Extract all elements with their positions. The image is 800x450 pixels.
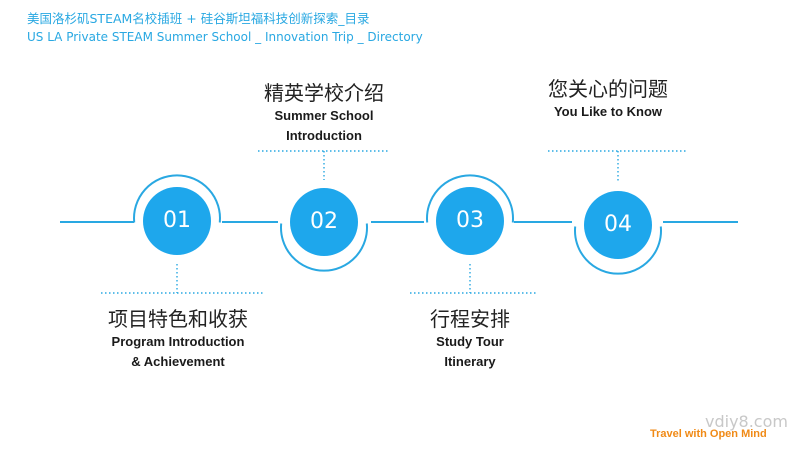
section-03-title-en-line2: Itinerary — [444, 354, 496, 369]
circle-02 — [290, 188, 358, 256]
section-03-title-cn: 行程安排 — [430, 307, 510, 331]
section-number-03: 03 — [456, 208, 484, 233]
circle-ring-04 — [574, 226, 662, 275]
section-02-title-en-line2: Introduction — [286, 128, 362, 143]
circle-04 — [584, 191, 652, 259]
section-number-02: 02 — [310, 209, 338, 234]
section-03-label[interactable]: 行程安排 Study Tour Itinerary — [400, 306, 540, 372]
section-04-label[interactable]: 您关心的问题 You Like to Know — [528, 76, 688, 122]
section-03-title-en-line1: Study Tour — [436, 334, 504, 349]
footer-slogan: Travel with Open Mind — [650, 428, 767, 440]
section-02-label[interactable]: 精英学校介绍 Summer School Introduction — [244, 80, 404, 146]
section-04-title-cn: 您关心的问题 — [548, 77, 668, 101]
section-02-title-en-line1: Summer School — [274, 108, 374, 123]
circle-01 — [143, 187, 211, 255]
section-01-title-cn: 项目特色和收获 — [108, 307, 248, 331]
section-04-title-en-line1: You Like to Know — [553, 104, 663, 119]
section-number-01: 01 — [163, 208, 191, 233]
circle-ring-01 — [133, 174, 221, 223]
header-title-en: US LA Private STEAM Summer School _ Inno… — [27, 30, 423, 44]
circle-03 — [436, 187, 504, 255]
circle-ring-02 — [280, 223, 368, 272]
header-title-cn: 美国洛杉矶STEAM名校插班 + 硅谷斯坦福科技创新探索_目录 — [27, 11, 370, 26]
section-01-title-en-line1: Program Introduction — [111, 334, 245, 349]
section-01-title-en-line2: & Achievement — [131, 354, 225, 369]
section-02-title-cn: 精英学校介绍 — [264, 81, 384, 105]
circle-ring-03 — [426, 174, 514, 223]
section-number-04: 04 — [604, 212, 632, 237]
section-01-label[interactable]: 项目特色和收获 Program Introduction & Achieveme… — [98, 306, 258, 372]
watermark: vdiy8.com — [705, 412, 788, 431]
